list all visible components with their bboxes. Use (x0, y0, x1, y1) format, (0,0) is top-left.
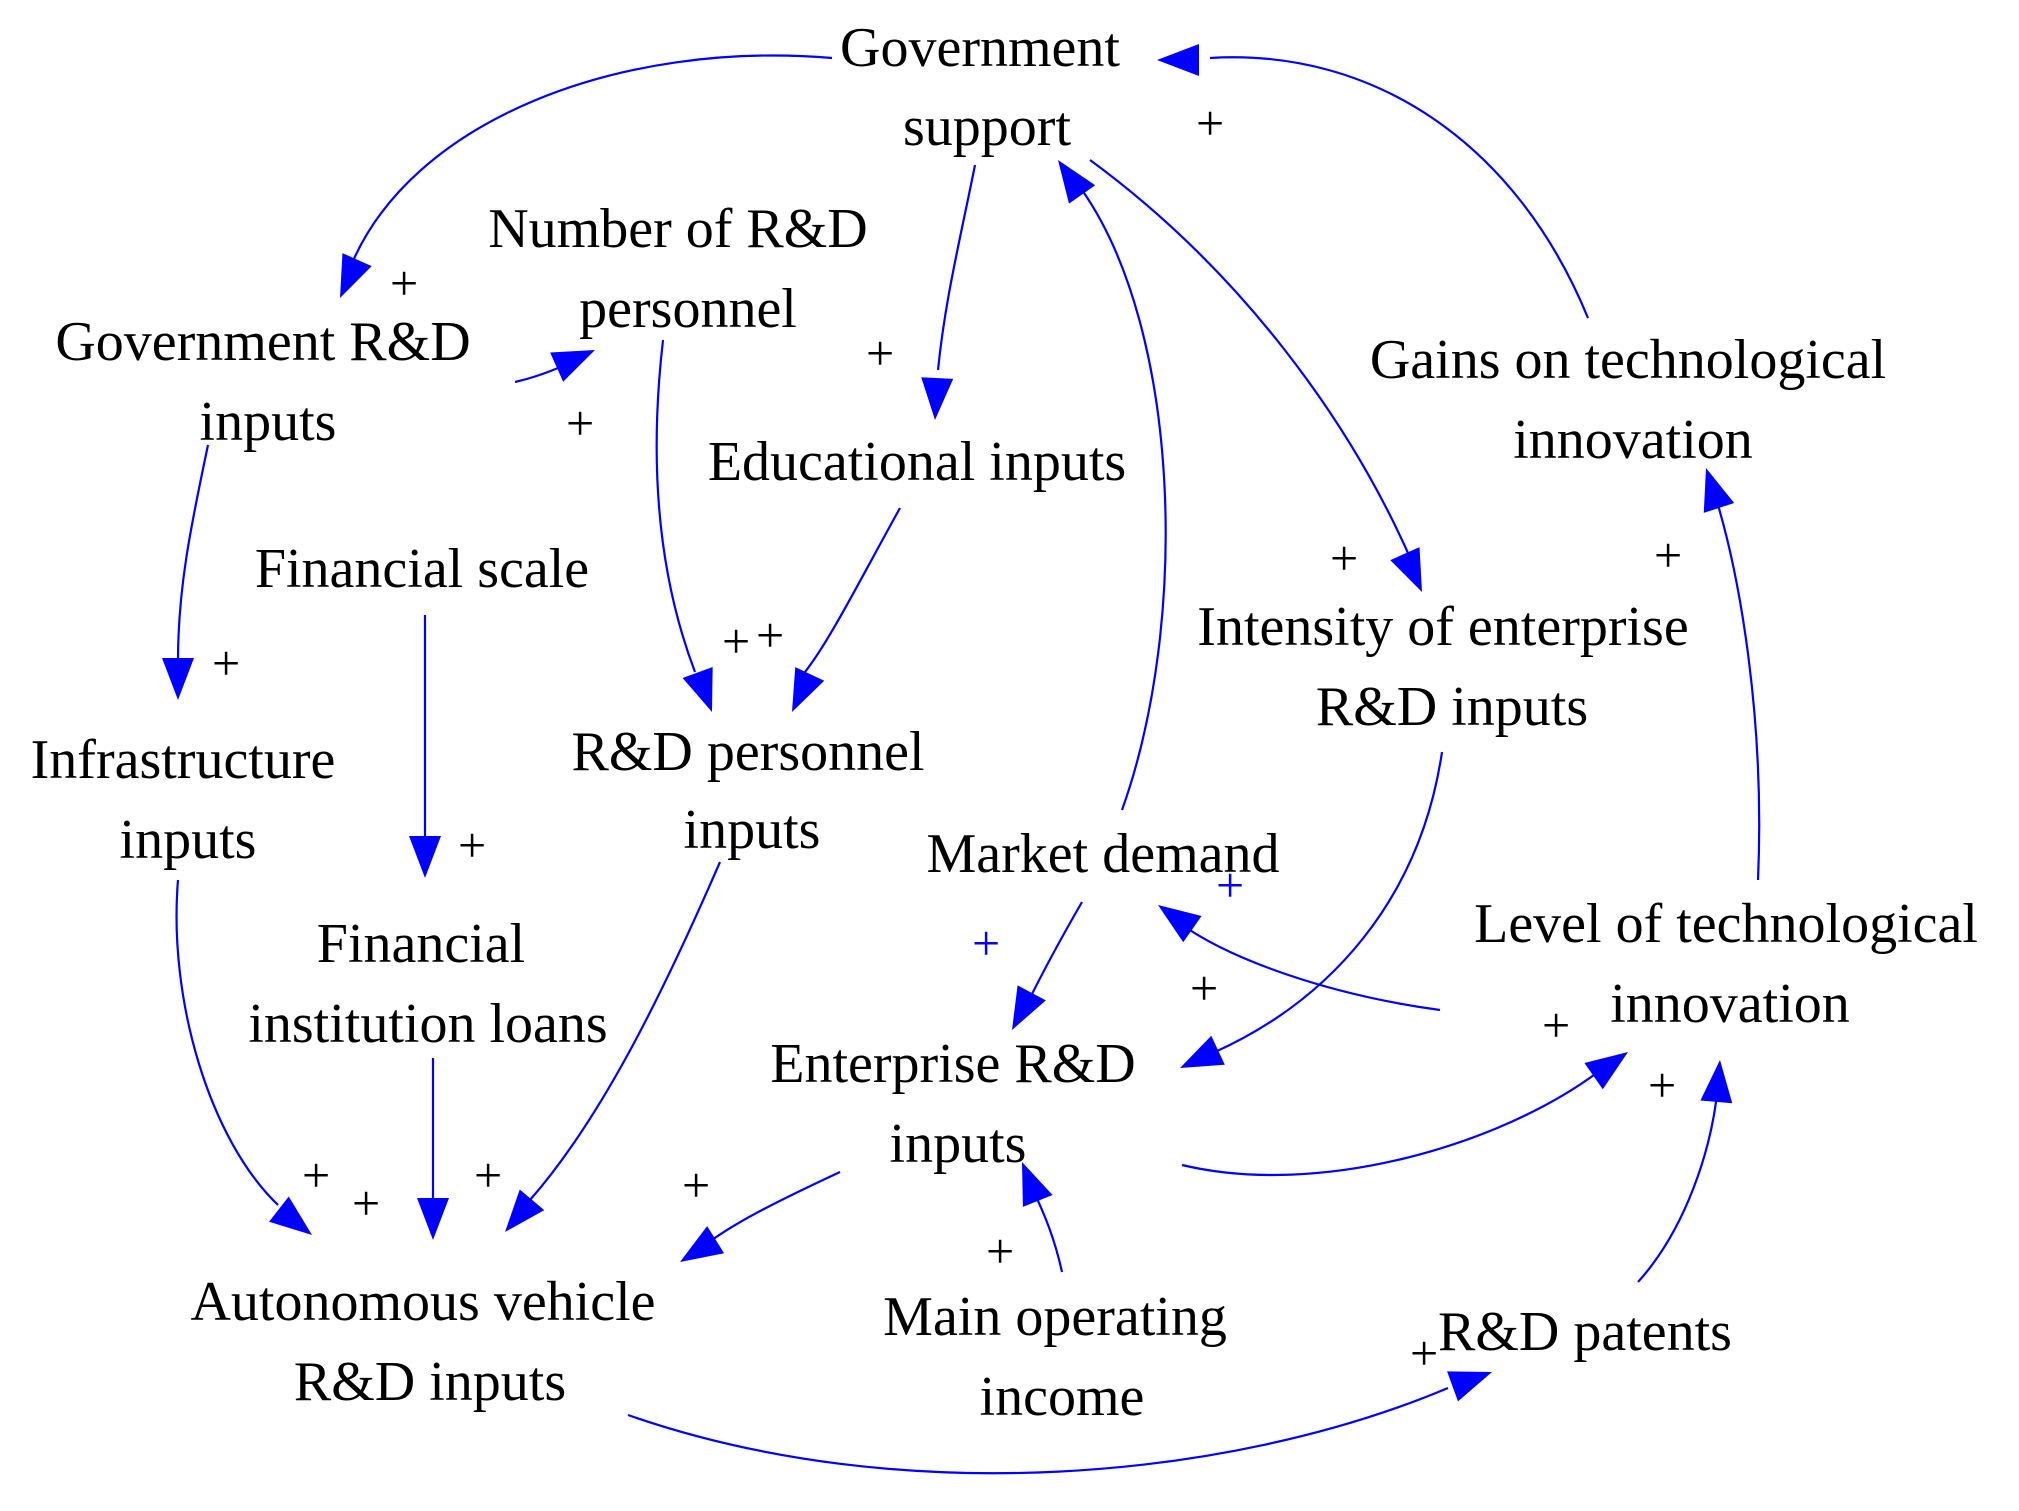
polarity-financial-scale-to-loans: + (458, 817, 486, 873)
arrowhead-rd-personnel-from-number (682, 667, 713, 712)
polarity-enterprise-to-level: + (1542, 997, 1570, 1053)
polarity-government-support-to-educational: + (866, 325, 894, 381)
arrowheads (162, 44, 1735, 1402)
node-enterprise-rd-inputs: Enterprise R&D inputs (770, 1033, 1149, 1175)
node-main-operating-income: Main operating income (883, 1286, 1241, 1428)
arrowhead-financial-institution-loans (409, 836, 441, 878)
link-number-rd-personnel-to-rd-personnel-inputs (655, 339, 697, 673)
arrowhead-gains (1703, 468, 1735, 513)
polarity-govrd-to-infrastructure: + (212, 635, 240, 691)
node-financial-institution-loans: Financial institution loans (248, 913, 607, 1055)
arrowhead-rd-patents (1447, 1371, 1492, 1402)
polarity-level-to-gains: + (1654, 527, 1682, 583)
node-government-support: Government support (840, 17, 1134, 158)
links (175, 54, 1761, 1475)
link-government-support-to-government-rd-inputs (348, 54, 833, 269)
polarity-number-to-rd-personnel: + (722, 613, 750, 669)
arrowhead-government-support-from-market (1058, 160, 1096, 204)
polarity-market-to-enterprise: + (972, 915, 1000, 971)
node-rd-patents: R&D patents (1438, 1301, 1732, 1363)
polarity-gains-to-government-support: + (1196, 95, 1224, 151)
link-market-demand-to-enterprise-rd (1029, 901, 1083, 999)
node-educational-inputs: Educational inputs (708, 431, 1126, 493)
link-intensity-to-enterprise-rd (1214, 751, 1444, 1054)
node-gains-tech-innovation: Gains on technological innovation (1370, 329, 1900, 471)
arrowhead-autonomous-from-infrastructure (269, 1196, 312, 1235)
node-government-rd-inputs: Government R&D inputs (55, 311, 484, 453)
polarity-level-to-market: + (1190, 960, 1218, 1016)
arrowhead-autonomous-from-loans (417, 1198, 449, 1240)
arrowhead-rd-personnel-from-educational (792, 667, 825, 712)
link-enterprise-rd-to-autonomous (711, 1171, 841, 1241)
node-market-demand: Market demand (927, 823, 1280, 885)
polarity-government-support-to-intensity: + (1330, 530, 1358, 586)
node-number-rd-personnel: Number of R&D personnel (488, 198, 882, 340)
polarity-infrastructure-to-autonomous: + (302, 1147, 330, 1203)
link-market-demand-to-government-support (1081, 189, 1167, 811)
polarity-educational-to-rd-personnel: + (756, 607, 784, 663)
arrowhead-enterprise-from-market (1012, 985, 1046, 1030)
arrowhead-government-support-from-gains (1157, 44, 1199, 76)
polarity-income-to-enterprise: + (986, 1223, 1014, 1279)
link-gains-to-government-support (1209, 56, 1590, 319)
arrowhead-educational-inputs (921, 377, 954, 420)
node-infrastructure-inputs: Infrastructure inputs (31, 729, 350, 871)
node-rd-personnel-inputs: R&D personnel inputs (571, 721, 938, 861)
link-government-support-to-intensity (1089, 159, 1414, 563)
link-educational-inputs-to-rd-personnel-inputs (804, 507, 901, 673)
arrowhead-enterprise-from-income (1022, 1162, 1053, 1207)
arrowhead-level-from-enterprise (1584, 1052, 1628, 1090)
link-infrastructure-to-autonomous (175, 879, 279, 1206)
node-autonomous-vehicle-rd: Autonomous vehicle R&D inputs (190, 1271, 669, 1413)
node-level-tech-innovation: Level of technological innovation (1474, 893, 1992, 1035)
polarity-govrd-to-number: + (566, 395, 594, 451)
polarity-enterprise-to-autonomous: + (682, 1157, 710, 1213)
polarity-autonomous-to-patents: + (1410, 1325, 1438, 1381)
link-rd-personnel-to-autonomous (529, 861, 722, 1201)
polarity-patents-to-level: + (1648, 1057, 1676, 1113)
arrowhead-autonomous-from-rd-personnel (505, 1189, 545, 1232)
polarity-marks: + + + + + + + + + + + + + + + + + + + + … (212, 95, 1682, 1381)
arrowhead-enterprise-from-intensity (1180, 1035, 1225, 1068)
link-level-to-gains (1716, 504, 1761, 881)
node-intensity-enterprise-rd: Intensity of enterprise R&D inputs (1197, 596, 1702, 738)
arrowhead-market-demand (1158, 905, 1202, 943)
link-autonomous-to-rd-patents (627, 1386, 1449, 1475)
polarity-rd-personnel-to-autonomous: + (474, 1147, 502, 1203)
arrowhead-intensity (1390, 547, 1422, 592)
link-government-support-to-educational-inputs (936, 164, 977, 371)
arrowhead-number-rd-personnel (550, 350, 595, 382)
polarity-market-demand-adjacent: + (1216, 857, 1244, 913)
arrowhead-autonomous-from-enterprise (680, 1226, 725, 1262)
arrowhead-government-rd-inputs (340, 253, 372, 298)
link-level-to-market-demand (1177, 921, 1441, 1012)
polarity-government-support-to-govrd: + (390, 255, 418, 311)
polarity-loans-to-autonomous: + (352, 1175, 380, 1231)
node-financial-scale: Financial scale (255, 538, 589, 600)
arrowhead-level-from-patents (1700, 1060, 1733, 1104)
arrowhead-infrastructure (162, 658, 194, 700)
nodes: Government support Government R&D inputs… (31, 17, 1992, 1428)
link-enterprise-rd-to-level (1181, 1071, 1599, 1177)
link-rd-patents-to-level (1637, 1084, 1720, 1283)
link-government-rd-to-infrastructure (176, 444, 210, 661)
